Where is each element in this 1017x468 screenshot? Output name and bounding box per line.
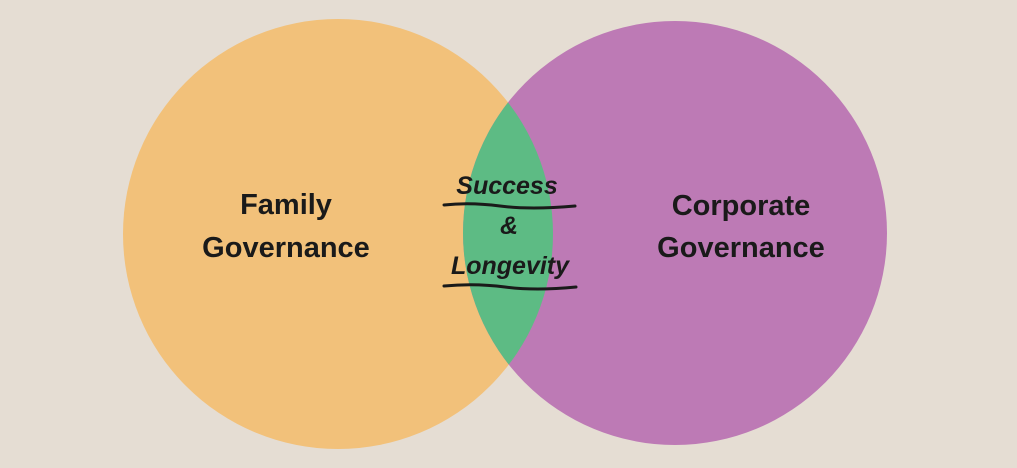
corporate-governance-label-line2: Governance [657, 232, 825, 264]
family-governance-label-line2: Governance [202, 232, 370, 264]
success-underline [442, 202, 577, 210]
corporate-governance-circle [463, 21, 887, 445]
longevity-underline [442, 283, 578, 291]
ampersand-label: & [500, 212, 518, 240]
success-label: Success [456, 172, 558, 200]
family-governance-label-line1: Family [240, 189, 332, 221]
longevity-label: Longevity [451, 252, 570, 280]
family-governance-circle [123, 19, 553, 449]
corporate-governance-label-line1: Corporate [672, 190, 811, 222]
